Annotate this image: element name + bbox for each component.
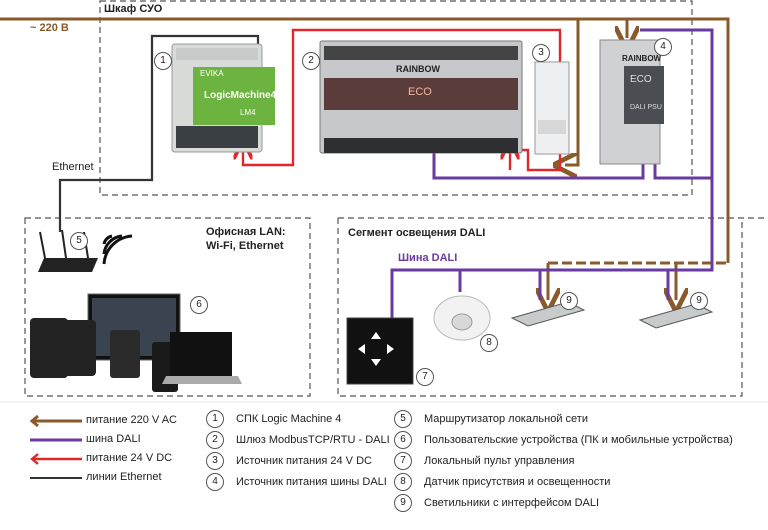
dali-psu-model-text: ECO: [630, 74, 652, 85]
brown-arrow-icon: [29, 414, 82, 428]
marker-1: 1: [154, 52, 172, 70]
marker-5: 5: [70, 232, 88, 250]
marker-6: 6: [190, 296, 208, 314]
marker-3: 3: [532, 44, 550, 62]
presence-sensor-device: [433, 295, 491, 341]
dark-line-icon: [30, 477, 82, 479]
marker-9a: 9: [560, 292, 578, 310]
psu-24v-device: [534, 61, 570, 155]
dali-psu-brand-text: RAINBOW: [622, 54, 662, 63]
gateway-model-text: ECO: [408, 86, 432, 98]
dali-psu-device: [599, 39, 664, 165]
dali-segment-frame: [337, 217, 768, 397]
ethernet-line: [58, 34, 260, 232]
voltage-label: ~ 220 В: [30, 22, 69, 34]
purple-line-icon: [30, 438, 82, 442]
marker-8: 8: [480, 334, 498, 352]
wall-panel-device: [346, 317, 414, 385]
dali-psu-sub-text: DALI PSU: [630, 104, 662, 111]
lm4-brand-text: EVIKA: [200, 69, 224, 78]
lm4-model-text: LogicMachine4: [204, 90, 277, 101]
office-lan-frame: [24, 217, 311, 397]
luminaire-device-2: [638, 303, 714, 329]
marker-7: 7: [416, 368, 434, 386]
cabinet-title: Шкаф СУО: [104, 3, 163, 15]
marker-9b: 9: [690, 292, 708, 310]
gateway-brand-text: RAINBOW: [396, 64, 440, 74]
cabinet-frame: [99, 0, 693, 196]
dali-bus-label: Шина DALI: [398, 252, 458, 264]
logic-machine-4-device: [171, 43, 275, 153]
marker-2: 2: [302, 52, 320, 70]
lm4-sub-text: LM4: [240, 108, 256, 117]
dali-segment-title: Сегмент освещения DALI: [348, 227, 486, 239]
marker-4: 4: [654, 38, 672, 56]
ac220-main-line: [0, 17, 730, 263]
ethernet-label: Ethernet: [52, 161, 94, 173]
office-lan-title-2: Wi-Fi, Ethernet: [206, 240, 284, 252]
red-arrow-icon: [30, 453, 82, 465]
modbus-dali-gateway-device: [319, 40, 523, 154]
user-devices-group: [30, 293, 242, 392]
router-device: [38, 229, 133, 272]
wifi-icon: [102, 234, 113, 245]
office-lan-title-1: Офисная LAN:: [206, 226, 286, 238]
dali-bus-lower: [390, 178, 714, 318]
